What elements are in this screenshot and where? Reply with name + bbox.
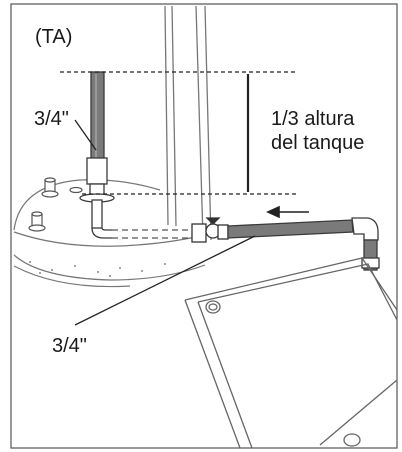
label-pipe-bottom-size: 3/4" — [52, 335, 87, 357]
leader-lines — [74, 119, 256, 326]
label-pipe-top-size: 3/4" — [34, 108, 69, 130]
tank-fittings — [28, 177, 83, 232]
label-ta: (TA) — [35, 26, 72, 48]
tank-texture — [29, 261, 166, 277]
label-height-line1: 1/3 altura — [271, 108, 355, 130]
vertical-pipe — [79, 71, 115, 239]
horizontal-pipe — [227, 217, 380, 271]
internal-pipe — [112, 229, 192, 239]
height-dimension — [60, 71, 296, 195]
solar-collector — [184, 257, 398, 449]
tank-body — [164, 5, 212, 241]
valve-icon — [191, 217, 229, 243]
tank-top — [13, 179, 206, 288]
flow-arrow-icon — [266, 205, 309, 219]
figure-frame — [10, 3, 398, 449]
label-height-line2: del tanque — [271, 132, 364, 154]
